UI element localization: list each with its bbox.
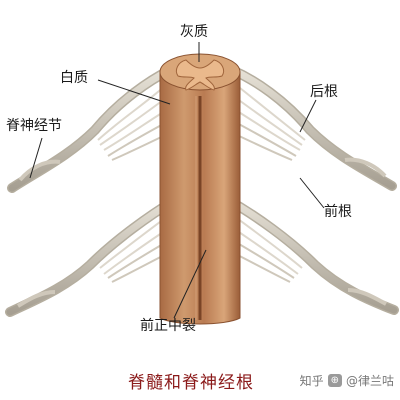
- label-spinal-ganglion: 脊神经节: [6, 118, 62, 134]
- watermark-handle: @律兰咕: [345, 374, 394, 388]
- label-anterior-median-fissure: 前正中裂: [140, 318, 196, 334]
- label-ventral-root: 前根: [324, 204, 352, 220]
- label-dorsal-root: 后根: [310, 84, 338, 100]
- lower-left-spinal-nerve: [5, 195, 183, 317]
- leader-ventral-root: [299, 177, 325, 209]
- leader-anterior-fissure: [173, 249, 207, 319]
- upper-right-spinal-nerve: [221, 65, 397, 191]
- leader-white-matter: [97, 79, 171, 105]
- leader-spinal-ganglion: [29, 137, 43, 179]
- gray-matter-shape: [175, 59, 225, 91]
- leader-lines: [29, 42, 325, 319]
- label-white-matter: 白质: [60, 70, 88, 86]
- label-gray-matter: 灰质: [180, 24, 208, 40]
- lower-right-spinal-nerve: [219, 195, 399, 315]
- spinal-cord: [159, 53, 241, 325]
- leader-dorsal-root: [299, 99, 317, 133]
- figure-caption: 脊髓和脊神经根: [128, 373, 254, 393]
- at-badge-icon: ⊕: [327, 374, 342, 387]
- watermark-site: 知乎: [299, 374, 324, 388]
- watermark: 知乎 ⊕ @律兰咕: [300, 372, 394, 389]
